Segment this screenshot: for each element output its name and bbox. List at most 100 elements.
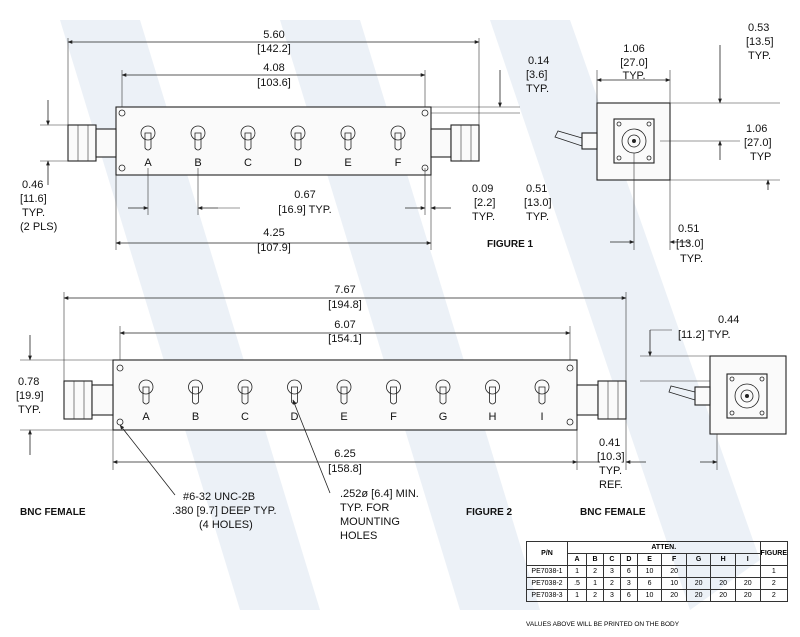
side1-dim-width-mm: [27.0]	[620, 57, 648, 69]
fig1-dim-height-in: 0.46	[22, 179, 43, 191]
fig1-dim-body-mm: [107.9]	[257, 242, 291, 254]
fig1-dim-edge-in: 0.09	[472, 183, 493, 195]
table-cell-atten: 10	[636, 589, 663, 602]
side1-dim-top-in: 0.53	[748, 22, 769, 34]
fig1-switch-label: A	[144, 157, 152, 169]
fig1-switch-a: A	[140, 125, 156, 169]
table-letter-header: C	[602, 553, 621, 566]
fig1-switch-label: D	[294, 157, 302, 169]
fig2-switch-label: E	[340, 411, 347, 423]
table-letter-header: B	[586, 553, 604, 566]
fig2-switch-label: G	[439, 411, 448, 423]
fig2-dim-height-typ: TYP.	[18, 404, 41, 416]
fig1-dim-pitch-in: 0.67	[294, 189, 315, 201]
table-cell-atten: 10	[661, 577, 687, 590]
side2-dim-top-mm: [11.2] TYP.	[678, 329, 731, 341]
table-header-figure: FIGURE	[759, 541, 789, 566]
table-cell-atten: 2	[602, 577, 621, 590]
table-cell-atten: 10	[636, 565, 663, 578]
table-cell-atten: 3	[602, 589, 621, 602]
bnc-female-right-label: BNC FEMALE	[580, 507, 646, 518]
side1-dim-height-in: 1.06	[746, 123, 767, 135]
table-cell-pn: PE7038-2	[526, 577, 568, 590]
table-cell-atten: 2	[586, 589, 604, 602]
fig2-dim-ref-ref: REF.	[599, 479, 623, 491]
table-cell-pn: PE7038-3	[526, 589, 568, 602]
fig2-dim-hole-in: 6.07	[334, 319, 355, 331]
fig2-dim-hole-mm: [154.1]	[328, 333, 362, 345]
table-cell-atten: 20	[685, 589, 712, 602]
side1-dim-width-typ: TYP.	[622, 70, 645, 82]
fig1-dim-edge-typ: TYP.	[472, 211, 495, 223]
side1-dim-width-in: 1.06	[623, 43, 644, 55]
table-cell-atten	[734, 565, 761, 578]
table-cell-atten: 20	[661, 589, 687, 602]
fig2-dim-ref-mm: [10.3]	[597, 451, 625, 463]
fig2-switch-label: D	[291, 411, 299, 423]
fig2-switch-label: A	[142, 411, 150, 423]
table-header-atten: ATTEN.	[567, 541, 761, 554]
table-cell-atten: 3	[619, 577, 638, 590]
table-cell-atten: 6	[636, 577, 663, 590]
fig1-dim-flange-in: 0.14	[528, 55, 549, 67]
fig2-switch-row: A B C D E F G H I	[138, 379, 550, 423]
fig1-dim-pitch-mm: [16.9] TYP.	[278, 204, 331, 216]
table-letter-header: D	[619, 553, 638, 566]
thread-note-line3: (4 HOLES)	[199, 519, 253, 531]
fig2-switch-h: H	[485, 379, 500, 423]
mounting-note-line4: HOLES	[340, 530, 377, 542]
table-cell-atten: .5	[566, 577, 588, 590]
table-letter-header: A	[566, 553, 588, 566]
table-cell-atten: 6	[619, 565, 638, 578]
fig1-dim-flange-mm: [3.6]	[526, 69, 547, 81]
bnc-female-left-label: BNC FEMALE	[20, 507, 86, 518]
thread-note-line1: #6-32 UNC-2B	[183, 491, 255, 503]
table-letter-header: G	[685, 553, 712, 566]
table-cell-atten: 1	[566, 565, 588, 578]
table-note: VALUES ABOVE WILL BE PRINTED ON THE BODY	[526, 621, 680, 628]
table-cell-atten: 2	[586, 565, 604, 578]
table-cell-figure: 2	[759, 589, 789, 602]
fig2-dim-overall-in: 7.67	[334, 284, 355, 296]
table-cell-figure: 1	[759, 565, 789, 578]
table-cell-atten: 3	[602, 565, 621, 578]
table-cell-atten: 1	[566, 589, 588, 602]
fig2-switch-c: C	[237, 379, 253, 423]
table-letter-header: F	[661, 553, 687, 566]
mounting-note-line1: .252ø [6.4] MIN.	[340, 488, 419, 500]
side2-dim-top-in: 0.44	[718, 314, 739, 326]
fig2-switch-f: F	[386, 379, 401, 423]
fig1-dim-conn-in: 0.51	[526, 183, 547, 195]
fig2-switch-label: C	[241, 411, 249, 423]
side1-dim-top-mm: [13.5]	[746, 36, 774, 48]
fig2-switch-b: B	[188, 379, 203, 423]
side1-dim-height-mm: [27.0]	[744, 137, 772, 149]
table-cell-figure: 2	[759, 577, 789, 590]
thread-note-line2: .380 [9.7] DEEP TYP.	[172, 505, 277, 517]
side1-dim-center-in: 0.51	[678, 223, 699, 235]
table-header-pn: P/N	[526, 541, 568, 566]
mounting-note-line3: MOUNTING	[340, 516, 400, 528]
fig2-dim-ref-in: 0.41	[599, 437, 620, 449]
fig1-switch-d: D	[290, 125, 306, 169]
fig2-switch-i: I	[534, 379, 550, 423]
fig1-dim-conn-mm: [13.0]	[524, 197, 552, 209]
fig1-body	[115, 106, 432, 176]
fig2-switch-label: H	[489, 411, 497, 423]
fig2-switch-label: I	[540, 411, 543, 423]
fig1-dim-body-in: 4.25	[263, 227, 284, 239]
fig1-switch-b: B	[190, 125, 206, 169]
fig2-switch-g: G	[435, 379, 451, 423]
side1-dim-center-mm: [13.0]	[676, 238, 704, 250]
fig2-dim-body-mm: [158.8]	[328, 463, 362, 475]
mounting-note-line2: TYP. FOR	[340, 502, 389, 514]
fig2-dim-ref-typ: TYP.	[599, 465, 622, 477]
